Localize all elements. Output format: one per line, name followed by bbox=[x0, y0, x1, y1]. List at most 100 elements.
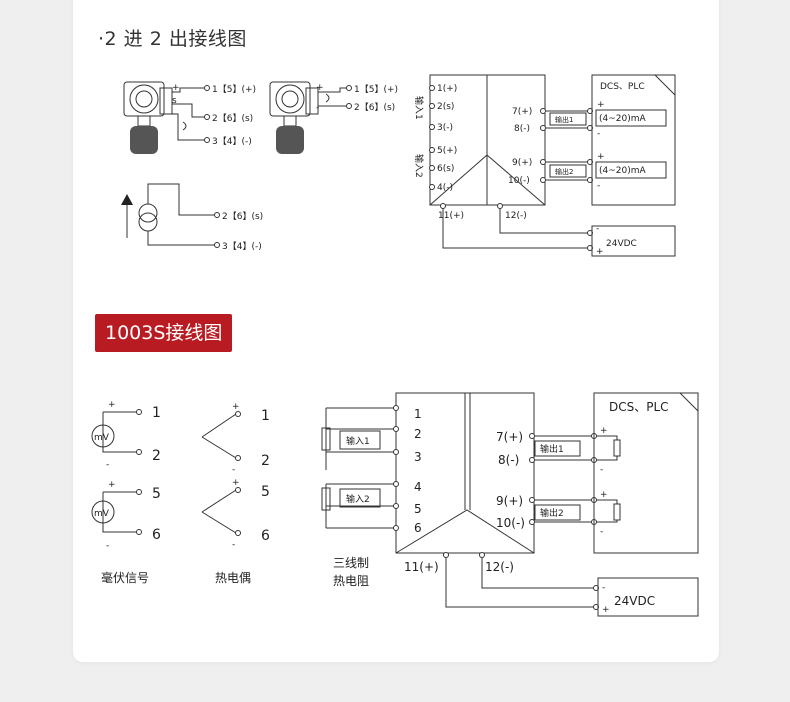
in-label: 6(s) bbox=[437, 164, 454, 174]
ma-label: (4~20)mA bbox=[599, 166, 647, 176]
in-label: 2(s) bbox=[437, 102, 454, 112]
plus: + bbox=[602, 605, 610, 615]
plus: + bbox=[108, 480, 116, 490]
out-label: 10(-) bbox=[508, 176, 530, 186]
section1-title: ·2 进 2 出接线图 bbox=[98, 28, 247, 50]
tc-term: 1 bbox=[261, 408, 270, 424]
mv-label: mV bbox=[94, 433, 110, 443]
thermocouple-2: + - 5 6 bbox=[201, 478, 270, 550]
transmitter-1-icon bbox=[123, 81, 173, 154]
in-term: 4 bbox=[414, 480, 422, 494]
mv-term: 5 bbox=[152, 486, 161, 502]
out-label: 7(+) bbox=[496, 430, 523, 444]
vdc-label: 24VDC bbox=[614, 594, 655, 608]
vdc-label: 24VDC bbox=[606, 239, 637, 249]
minus: - bbox=[602, 583, 605, 593]
out-label: 7(+) bbox=[512, 107, 532, 117]
out-label: 9(+) bbox=[496, 494, 523, 508]
dcs-label: DCS、PLC bbox=[609, 400, 669, 414]
in-term: 3 bbox=[414, 450, 422, 464]
diagram1: + s - 1【5】(+) 2【6】(s) 3【4】(-) + - 1【5】(+… bbox=[121, 74, 676, 257]
minus: - bbox=[600, 465, 603, 475]
in2-label: 输入2 bbox=[346, 493, 370, 505]
diagram2: mV + - 1 2 mV + - 5 6 毫伏信号 + bbox=[91, 392, 699, 617]
in-label: 1(+) bbox=[437, 84, 457, 94]
in-group1: 输入1 bbox=[413, 96, 425, 120]
tc-term: 6 bbox=[261, 528, 270, 544]
minus: - bbox=[600, 527, 603, 537]
out-label: 8(-) bbox=[498, 453, 519, 467]
dcs-plc-box-2: DCS、PLC + - + - bbox=[593, 392, 699, 554]
mv-label: mV bbox=[94, 509, 110, 519]
t1-term1: 1【5】(+) bbox=[212, 84, 256, 95]
t2-minus: - bbox=[316, 103, 319, 113]
minus: - bbox=[106, 460, 109, 470]
isolator1-inputs: 1(+) 2(s) 3(-) 5(+) 6(s) 4(-) 输入1 输入2 bbox=[413, 84, 457, 193]
plus: + bbox=[600, 490, 608, 500]
mv-source-2: mV + - 5 6 bbox=[91, 480, 161, 551]
t1-plus: + bbox=[172, 83, 180, 93]
rtd-caption-1: 三线制 bbox=[333, 556, 369, 570]
out-label: 8(-) bbox=[514, 124, 530, 134]
out1: 输出1 bbox=[540, 443, 564, 455]
t1-term2: 2【6】(s) bbox=[212, 113, 253, 124]
tc-caption: 热电偶 bbox=[215, 571, 251, 585]
dcs-plc-box-1: DCS、PLC (4~20)mA (4~20)mA + - + - bbox=[591, 74, 676, 206]
in-term: 1 bbox=[414, 407, 422, 421]
in-term: 6 bbox=[414, 521, 422, 535]
tc-term: 2 bbox=[261, 453, 270, 469]
in-label: 3(-) bbox=[437, 123, 453, 133]
isolator1-outputs: 7(+) 8(-) 9(+) 10(-) 输出1 输出2 bbox=[508, 107, 593, 186]
cs-term2: 2【6】(s) bbox=[222, 211, 263, 222]
in-group2: 输入2 bbox=[413, 154, 425, 178]
mv-caption: 毫伏信号 bbox=[101, 570, 149, 585]
plus: + bbox=[600, 426, 608, 436]
power-1: 11(+) 12(-) - + 24VDC bbox=[438, 203, 676, 257]
out1: 输出1 bbox=[555, 115, 573, 124]
thermocouple-1: + - 1 2 bbox=[201, 402, 270, 475]
pwr-plus: 11(+) bbox=[438, 211, 464, 221]
dcs-label: DCS、PLC bbox=[600, 82, 645, 92]
in-label: 5(+) bbox=[437, 146, 457, 156]
t2-plus: + bbox=[316, 83, 324, 93]
out2: 输出2 bbox=[540, 507, 564, 519]
pwr-minus: 12(-) bbox=[485, 560, 514, 574]
plus: + bbox=[108, 400, 116, 410]
isolator-box-2 bbox=[395, 392, 535, 554]
plus: + bbox=[597, 152, 605, 162]
minus: - bbox=[106, 541, 109, 551]
minus: - bbox=[232, 540, 235, 550]
tc-term: 5 bbox=[261, 484, 270, 500]
in-term: 5 bbox=[414, 502, 422, 516]
power-2: 11(+) 12(-) - + 24VDC bbox=[404, 552, 699, 617]
out2: 输出2 bbox=[555, 167, 573, 176]
isolator2-outputs: 7(+) 8(-) 9(+) 10(-) 输出1 输出2 bbox=[496, 430, 597, 530]
isolator2-inputs: 1 2 3 4 5 6 bbox=[393, 405, 422, 535]
ma-label: (4~20)mA bbox=[599, 114, 647, 124]
isolator-box-1 bbox=[429, 74, 546, 206]
out-label: 9(+) bbox=[512, 158, 532, 168]
section2-title-banner: 1003S接线图 bbox=[95, 314, 233, 352]
rtd-caption-2: 热电阻 bbox=[333, 574, 369, 588]
minus: - bbox=[596, 224, 599, 234]
mv-term: 2 bbox=[152, 448, 161, 464]
transmitter-2-icon bbox=[269, 81, 319, 154]
plus: + bbox=[597, 100, 605, 110]
in-term: 2 bbox=[414, 427, 422, 441]
in1-label: 输入1 bbox=[346, 435, 370, 447]
minus: - bbox=[597, 181, 600, 191]
current-source-icon bbox=[121, 183, 215, 246]
mv-source-1: mV + - 1 2 bbox=[91, 400, 161, 470]
mv-term: 6 bbox=[152, 527, 161, 543]
t1-s: s bbox=[172, 96, 177, 106]
pwr-plus: 11(+) bbox=[404, 560, 439, 574]
plus: + bbox=[232, 402, 240, 412]
rtd-wiring: 输入1 输入2 bbox=[321, 407, 394, 529]
in-label: 4(-) bbox=[437, 183, 453, 193]
cs-term3: 3【4】(-) bbox=[222, 241, 262, 252]
plus: + bbox=[596, 247, 604, 257]
t2-term2: 2【6】(s) bbox=[354, 102, 395, 113]
t2-term1: 1【5】(+) bbox=[354, 84, 398, 95]
t1-term3: 3【4】(-) bbox=[212, 136, 252, 147]
